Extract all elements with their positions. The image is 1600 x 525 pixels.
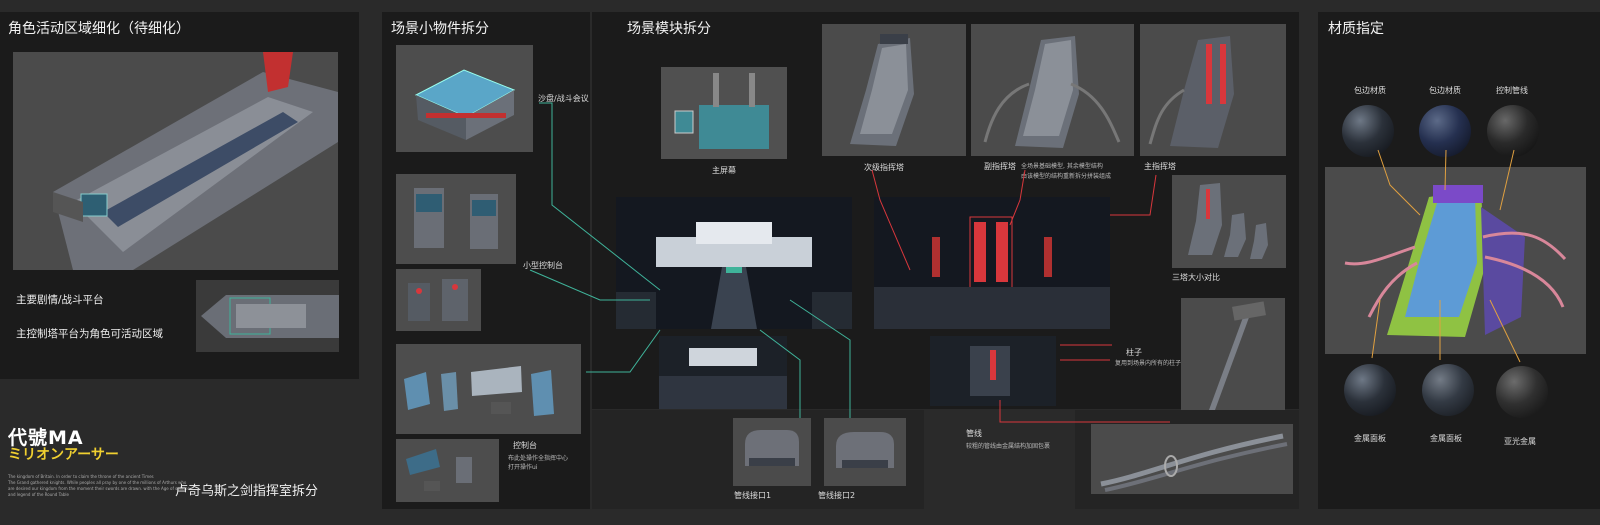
pipe-port1-label: 管线接口1 (734, 491, 772, 500)
pipe-port2-label: 管线接口2 (818, 491, 856, 500)
logo-fine-print-3: are desired our kingdom from the moment … (8, 486, 190, 491)
matte-metal-sphere (1496, 366, 1548, 418)
metal-panel-2-sphere (1422, 364, 1474, 416)
edge-material-2-sphere (1419, 105, 1471, 157)
pipe-port2-render (824, 418, 906, 486)
main-screen-render (661, 67, 787, 159)
pipe-render (1091, 424, 1293, 494)
small-console-render-b (396, 269, 481, 331)
platform-topdown-render (196, 280, 339, 352)
pipe-port1-render (733, 418, 811, 486)
console-label: 控制台 (513, 441, 537, 450)
panel-title: 场景模块拆分 (627, 21, 711, 37)
pipe-note: 较粗的管线由金属结构加固包裹 (966, 443, 1051, 450)
secondary-tower-render (822, 24, 966, 156)
metal-panel-1-label: 金属面板 (1354, 434, 1386, 443)
small-console-render-a (396, 174, 516, 264)
pillar-render (1181, 298, 1285, 420)
pillar-label: 柱子 (1126, 348, 1142, 357)
game-logo-line2: ミリオンアーサー (8, 447, 119, 463)
sand-table-render (396, 45, 533, 152)
main-screen-label: 主屏幕 (712, 166, 736, 175)
vice-tower-label: 副指挥塔 (984, 162, 1016, 171)
control-pipe-sphere (1487, 105, 1539, 157)
pipe-hall-render (930, 336, 1056, 406)
lower-hall-render (659, 336, 787, 409)
vice-tower-render (971, 24, 1134, 156)
logo-fine-print-2: The Grand gathered knights. While people… (8, 480, 187, 485)
panel-title: 材质指定 (1328, 21, 1384, 37)
pipe-connectors-strip: 管线接口1 管线接口2 (592, 410, 924, 509)
vice-tower-note-2: 由该模型的结构重新拆分拼装组成 (1021, 173, 1112, 180)
sand-table-label: 沙盘/战斗会议 (538, 94, 589, 103)
command-room-overview-render (616, 197, 852, 329)
logo-fine-print-4: and legend of the Round Table (8, 492, 69, 497)
three-towers-comparison-render (1172, 175, 1286, 268)
command-room-towers-render (874, 197, 1110, 329)
edge-material-2-label: 包边材质 (1429, 86, 1461, 95)
metal-panel-1-sphere (1344, 364, 1396, 416)
panel-title: 场景小物件拆分 (391, 21, 489, 37)
edge-material-1-label: 包边材质 (1354, 86, 1386, 95)
metal-panel-2-label: 金属面板 (1430, 434, 1462, 443)
console-note-1: 布此处操作全指挥中心 (508, 455, 569, 462)
pipe-label: 管线 (966, 429, 982, 438)
panel-character-area: 角色活动区域细化（待细化） 主要剧情/战斗平台 主控制塔平台为角色可活动区域 (0, 12, 359, 379)
panel-small-props: 场景小物件拆分 沙盘/战斗会议 小型控制台 控制台 布此处操作全 (382, 12, 590, 509)
secondary-tower-label: 次级指挥塔 (864, 163, 904, 172)
console-parts-render (396, 344, 581, 434)
main-console-render (396, 439, 499, 502)
main-tower-render (1140, 24, 1286, 156)
vice-tower-note-1: 全场景基础模型, 其余模型结构 (1021, 163, 1103, 170)
page-caption: 卢奇乌斯之剑指挥室拆分 (175, 484, 319, 499)
main-tower-label: 主指挥塔 (1144, 162, 1176, 171)
game-logo-line1: 代號MA (8, 427, 84, 449)
pipe-strip (1075, 410, 1299, 509)
edge-material-1-sphere (1342, 105, 1394, 157)
panel-materials: 材质指定 包边材质 包边材质 控制管线 金属面板 金属面板 亚光金属 (1318, 12, 1600, 509)
matte-metal-label: 亚光金属 (1504, 437, 1536, 446)
three-towers-label: 三塔大小对比 (1172, 273, 1220, 282)
pillar-note: 复用到场景内所有的柱子 (1115, 360, 1182, 367)
logo-fine-print-1: The kingdom of Britain. In order to clai… (8, 474, 154, 479)
control-tower-area-label: 主控制塔平台为角色可活动区域 (16, 328, 163, 340)
main-platform-label: 主要剧情/战斗平台 (16, 294, 104, 306)
control-pipe-label: 控制管线 (1496, 86, 1528, 95)
panel-title: 角色活动区域细化（待细化） (8, 21, 190, 37)
material-assignment-render (1325, 167, 1586, 354)
small-console-label: 小型控制台 (523, 261, 563, 270)
battle-platform-render (13, 52, 338, 270)
console-note-2: 打开操作ui (508, 464, 538, 471)
